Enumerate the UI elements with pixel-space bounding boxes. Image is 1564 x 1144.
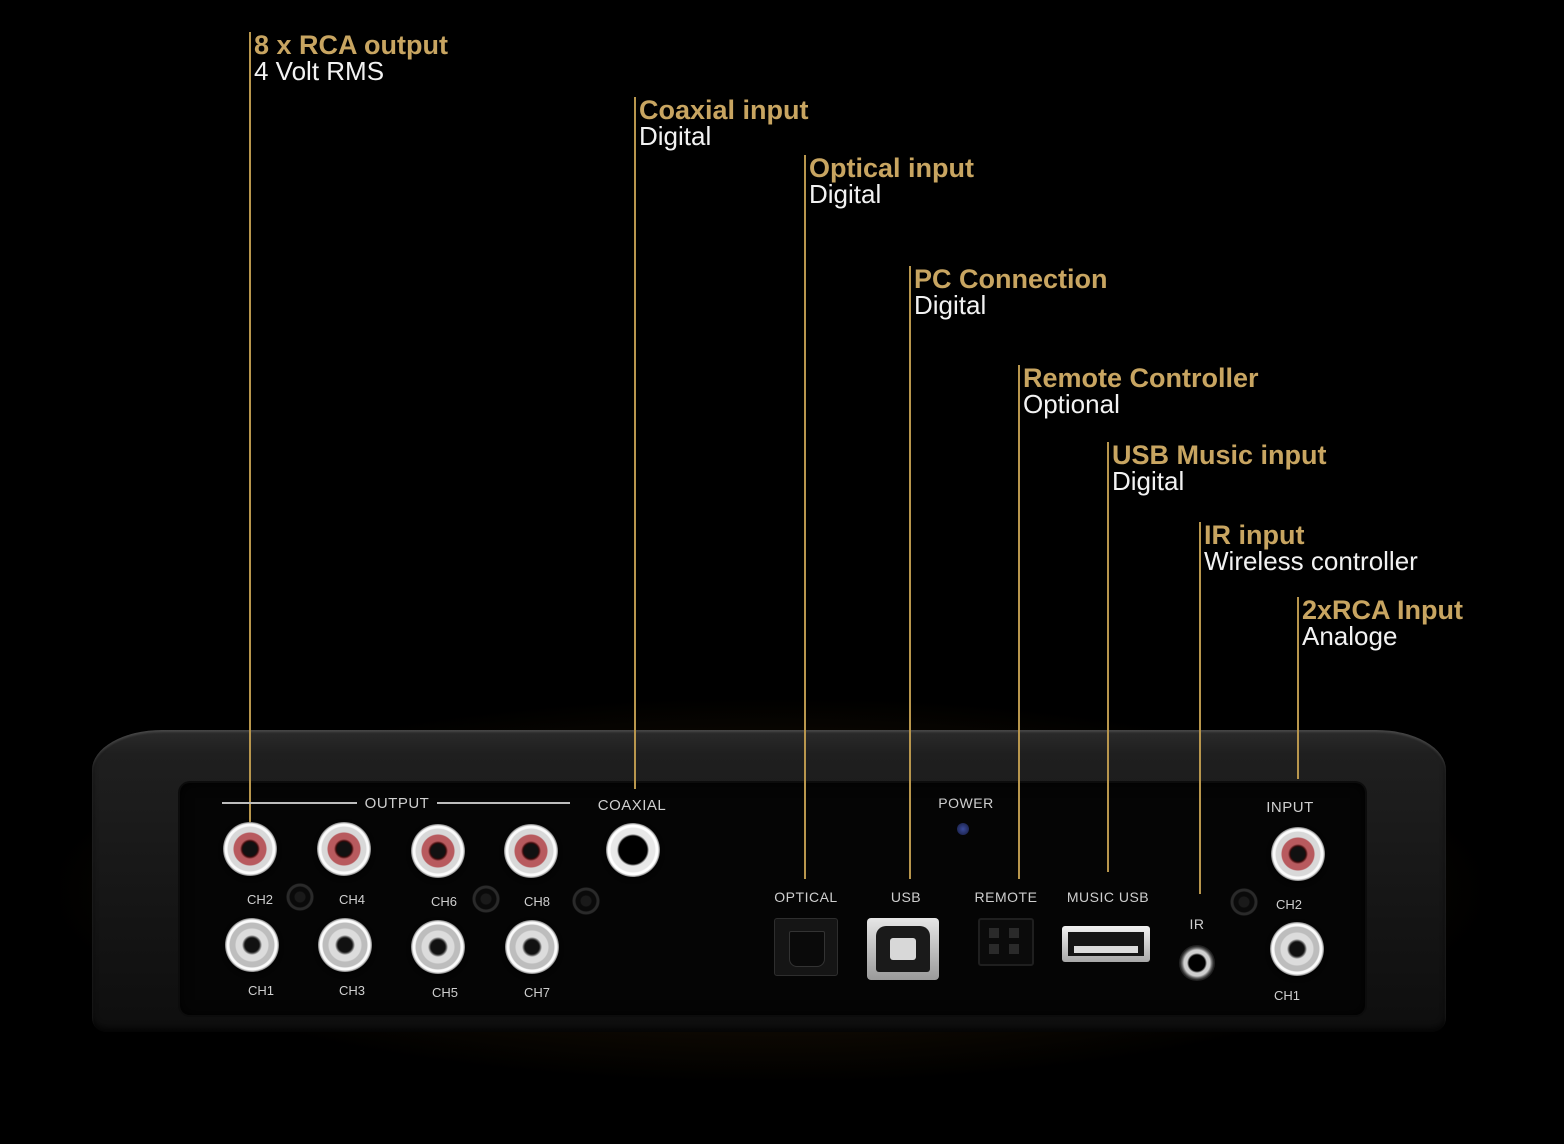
usb-label: USB	[890, 889, 922, 905]
rca-jack-output-ch6	[411, 824, 465, 878]
callout-title: 8 x RCA output	[254, 30, 448, 60]
leader-line-ir-input	[1199, 574, 1201, 894]
rca-jack-input-ch2	[1271, 827, 1325, 881]
callout-subtitle: Digital	[809, 179, 882, 209]
leader-line-remote-controller	[1018, 417, 1020, 879]
channel-label: CH2	[246, 892, 274, 907]
callout-title: PC Connection	[914, 264, 1108, 294]
callout-remote-controller: Remote Controller Optional	[1018, 365, 1259, 417]
optical-label: OPTICAL	[774, 889, 838, 905]
callout-subtitle: Wireless controller	[1204, 546, 1418, 576]
usb-b-port	[867, 918, 939, 980]
leader-line-pc-connection	[909, 318, 911, 879]
rca-jack-output-ch1	[225, 918, 279, 972]
callout-rca-output: 8 x RCA output 4 Volt RMS	[249, 32, 448, 84]
leader-line-rca-input	[1297, 649, 1299, 779]
optical-shutter	[789, 931, 825, 967]
callout-title: Optical input	[809, 153, 974, 183]
output-rule-right	[437, 802, 570, 804]
rca-jack-output-ch3	[318, 918, 372, 972]
rca-jack-output-ch7	[505, 920, 559, 974]
channel-label: CH1	[247, 983, 275, 998]
usb-a-port	[1062, 926, 1150, 962]
power-label: POWER	[938, 795, 994, 811]
callout-subtitle: Optional	[1023, 389, 1120, 419]
rca-jack-output-ch4	[317, 822, 371, 876]
callout-title: USB Music input	[1112, 440, 1327, 470]
channel-label: CH1	[1273, 988, 1301, 1003]
callout-subtitle: Analoge	[1302, 621, 1398, 651]
callout-coaxial-input: Coaxial input Digital	[634, 97, 809, 149]
remote-pin	[1009, 944, 1019, 954]
rca-jack-input-ch1	[1270, 922, 1324, 976]
callout-subtitle: Digital	[914, 290, 987, 320]
remote-label: REMOTE	[974, 889, 1038, 905]
usb-b-tongue	[890, 938, 916, 960]
callout-title: Remote Controller	[1023, 363, 1259, 393]
ir-jack	[1179, 945, 1215, 981]
callout-usb-music-input: USB Music input Digital	[1107, 442, 1327, 494]
input-label: INPUT	[1266, 799, 1314, 816]
rca-jack-output-ch5	[411, 920, 465, 974]
coaxial-label: COAXIAL	[597, 797, 667, 814]
rear-panel	[180, 783, 1365, 1015]
screw-icon	[286, 883, 314, 911]
channel-label: CH6	[430, 894, 458, 909]
remote-pin	[989, 944, 999, 954]
callout-title: 2xRCA Input	[1302, 595, 1463, 625]
power-led-icon	[957, 823, 969, 835]
ir-label: IR	[1189, 916, 1205, 932]
callout-title: IR input	[1204, 520, 1305, 550]
channel-label: CH2	[1275, 897, 1303, 912]
channel-label: CH3	[338, 983, 366, 998]
remote-pin	[989, 928, 999, 938]
channel-label: CH7	[523, 985, 551, 1000]
usb-a-tongue	[1074, 946, 1138, 953]
output-label: OUTPUT	[364, 795, 430, 812]
usb-b-socket	[876, 926, 930, 972]
remote-connector	[978, 918, 1034, 966]
callout-pc-connection: PC Connection Digital	[909, 266, 1108, 318]
remote-pin	[1009, 928, 1019, 938]
callout-subtitle: Digital	[639, 121, 712, 151]
output-rule-left	[222, 802, 357, 804]
callout-subtitle: Digital	[1112, 466, 1185, 496]
callout-rca-input: 2xRCA Input Analoge	[1297, 597, 1463, 649]
callout-ir-input: IR input Wireless controller	[1199, 522, 1418, 574]
leader-line-usb-music-input	[1107, 494, 1109, 872]
rca-jack-output-ch8	[504, 824, 558, 878]
leader-line-coaxial-input	[634, 149, 636, 789]
optical-port	[774, 918, 838, 976]
callout-optical-input: Optical input Digital	[804, 155, 974, 207]
coaxial-jack	[606, 823, 660, 877]
leader-line-optical-input	[804, 207, 806, 879]
channel-label: CH5	[431, 985, 459, 1000]
screw-icon	[572, 887, 600, 915]
rca-jack-output-ch2	[223, 822, 277, 876]
screw-icon	[1230, 888, 1258, 916]
callout-title: Coaxial input	[639, 95, 809, 125]
callout-subtitle: 4 Volt RMS	[254, 56, 385, 86]
music-usb-label: MUSIC USB	[1066, 889, 1150, 905]
usb-a-socket	[1068, 932, 1144, 956]
screw-icon	[472, 885, 500, 913]
leader-line-rca-output	[249, 84, 251, 824]
channel-label: CH4	[338, 892, 366, 907]
channel-label: CH8	[523, 894, 551, 909]
